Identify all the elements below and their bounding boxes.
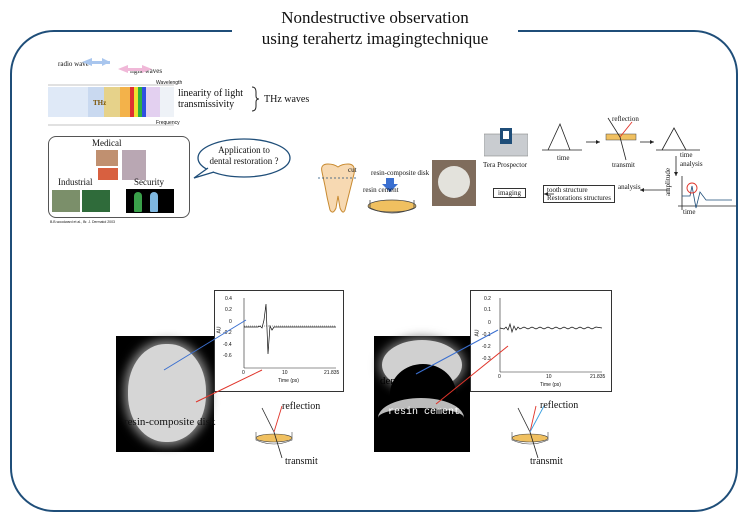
left-reflection-label: reflection bbox=[282, 401, 321, 412]
process-graphic bbox=[542, 117, 736, 210]
thz-band-label: THz bbox=[93, 99, 107, 107]
bubble-text: Application to dental restoration ? bbox=[204, 145, 284, 167]
linearity-line-2: transmissivity bbox=[178, 99, 235, 110]
tooth-icon bbox=[318, 163, 358, 213]
right-ytick-4: -0.1 bbox=[482, 332, 491, 338]
left-waveform bbox=[244, 303, 336, 355]
spectrum-graphic bbox=[48, 58, 174, 126]
right-ytick-1: 0.2 bbox=[484, 296, 491, 302]
left-transmit-label: transmit bbox=[285, 456, 318, 467]
speech-bubble bbox=[193, 138, 291, 179]
left-xtick-2: 10 bbox=[282, 370, 288, 376]
right-ytick-5: -0.2 bbox=[482, 344, 491, 350]
right-beam-icon bbox=[511, 405, 549, 459]
disk-photo bbox=[432, 160, 476, 206]
time-label-1: time bbox=[557, 154, 570, 162]
left-ytick-1: 0.4 bbox=[225, 296, 232, 302]
right-ytick-2: 0.1 bbox=[484, 307, 491, 313]
left-pointer-lines bbox=[163, 319, 263, 403]
bubble-line-1: Application to bbox=[218, 145, 270, 155]
right-xtick-2: 10 bbox=[546, 374, 552, 380]
right-ytick-3: 0 bbox=[488, 320, 491, 326]
industrial-label: Industrial bbox=[58, 177, 93, 187]
left-xlabel: Time (ps) bbox=[278, 378, 299, 384]
medical-photo-2 bbox=[98, 168, 118, 180]
disk-label: resin-composite disk bbox=[371, 169, 430, 177]
analysis-label-2: analysis bbox=[618, 183, 641, 191]
left-ytick-2: 0.2 bbox=[225, 307, 232, 313]
title-line-1: Nondestructive observation bbox=[281, 8, 469, 27]
left-thz-image bbox=[116, 336, 214, 452]
imaging-box: imaging bbox=[493, 188, 526, 198]
press-arrow bbox=[382, 178, 398, 192]
right-waveform bbox=[499, 322, 603, 334]
structures-line-1: tooth structure bbox=[547, 186, 588, 194]
tera-prospector-icon bbox=[484, 128, 528, 157]
right-xlabel: Time (ps) bbox=[540, 382, 561, 388]
analysis-label-1: analysis bbox=[680, 160, 703, 168]
right-xtick-1: 0 bbox=[498, 374, 501, 380]
right-pointer-lines bbox=[415, 329, 509, 405]
left-ytick-4: -0.2 bbox=[223, 330, 232, 336]
medical-photo-1 bbox=[96, 150, 118, 166]
bubble-line-2: dental restoration ? bbox=[209, 156, 279, 166]
radio-wave-label: radio wave bbox=[58, 60, 89, 68]
applications-panel bbox=[48, 136, 190, 218]
frequency-label: Frequency bbox=[156, 120, 180, 126]
right-reflection-label: reflection bbox=[540, 400, 579, 411]
security-photo bbox=[126, 189, 174, 213]
device-label: Tera Prospector bbox=[483, 161, 528, 169]
medical-label: Medical bbox=[92, 138, 122, 148]
amplitude-label: amplitude bbox=[664, 168, 672, 196]
right-thz-image bbox=[374, 336, 470, 452]
title-line-2: using terahertz imagingtechnique bbox=[261, 29, 489, 48]
time-label-2: time bbox=[680, 151, 693, 159]
time-label-3: time bbox=[683, 208, 696, 216]
band-thz bbox=[104, 87, 120, 117]
light-wave-arrow bbox=[118, 65, 152, 73]
left-xtick-3: 21.835 bbox=[324, 370, 340, 376]
left-waveform-chart bbox=[243, 298, 336, 369]
dentin-label: dentin bbox=[380, 375, 408, 387]
band-microwave bbox=[48, 87, 88, 117]
reference-text: B.B.woodward et al., Br. J. Dermatol 200… bbox=[50, 220, 115, 224]
medical-photo-3 bbox=[122, 150, 146, 180]
transmit-label-top: transmit bbox=[612, 161, 635, 169]
structures-line-2: Restorations structures bbox=[547, 194, 611, 202]
left-graph-frame bbox=[214, 290, 344, 392]
output-pulse bbox=[661, 127, 687, 151]
structures-box: tooth structure Restorations structures bbox=[543, 185, 615, 203]
right-xtick-3: 21.835 bbox=[590, 374, 606, 380]
input-pulse bbox=[547, 122, 571, 151]
security-label: Security bbox=[134, 177, 164, 187]
left-image-label: resin-composite disk bbox=[124, 416, 216, 428]
linearity-line-1: linearity of light bbox=[178, 88, 243, 99]
right-graph-frame bbox=[470, 290, 612, 392]
disk-assembly bbox=[367, 178, 417, 214]
right-ytick-6: -0.3 bbox=[482, 356, 491, 362]
right-cement-label: resin cement bbox=[388, 407, 461, 418]
right-transmit-label: transmit bbox=[530, 456, 563, 467]
brace-icon bbox=[251, 86, 260, 112]
right-waveform-chart bbox=[499, 298, 603, 373]
amplitude-trace bbox=[682, 185, 732, 209]
left-ytick-6: -0.6 bbox=[223, 353, 232, 359]
thz-waves-label: THz waves bbox=[264, 94, 310, 105]
reflection-label-top: reflection bbox=[612, 115, 639, 123]
cut-label: cut bbox=[348, 166, 357, 174]
left-xtick-1: 0 bbox=[242, 370, 245, 376]
title-block: Nondestructive observation using teraher… bbox=[232, 4, 518, 52]
industrial-photo-1 bbox=[52, 190, 80, 212]
left-ytick-5: -0.4 bbox=[223, 342, 232, 348]
industrial-photo-2 bbox=[82, 190, 110, 212]
cement-label: resin cement bbox=[363, 186, 399, 194]
linearity-text: linearity of light transmissivity bbox=[178, 88, 243, 110]
left-beam-icon bbox=[255, 405, 293, 459]
left-ytick-3: 0 bbox=[229, 319, 232, 325]
wavelength-label: Wavelength bbox=[156, 80, 183, 86]
